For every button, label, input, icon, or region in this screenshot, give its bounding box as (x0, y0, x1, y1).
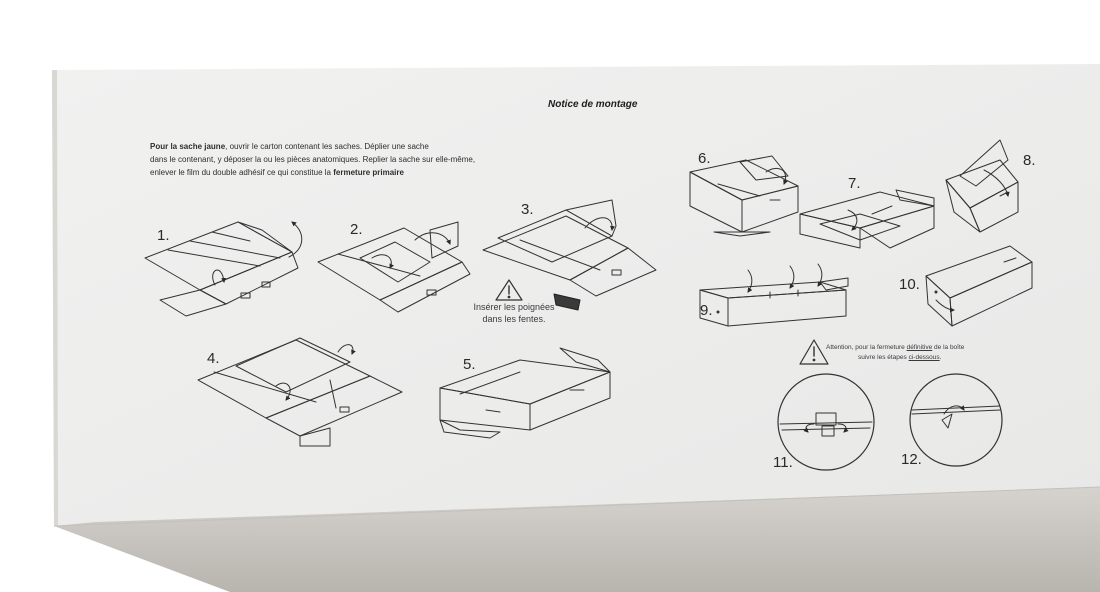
step-5-diagram (439, 347, 611, 439)
attention-note: Attention, pour la fermeture définitive … (826, 343, 986, 363)
step-11-detail-circle (777, 373, 875, 471)
step-10-diagram (925, 245, 1033, 327)
step-number-8: 8. (1023, 152, 1036, 169)
step-number-11: 11. (773, 454, 793, 471)
box-bottom-face (54, 487, 1100, 592)
intro-text-2: dans le contenant, y déposer la ou les p… (150, 155, 476, 164)
box-front-face (52, 64, 1100, 526)
step-8-diagram (945, 139, 1019, 233)
handles-instruction: Insérer les poignées dans les fentes. (464, 301, 564, 325)
step-number-2: 2. (350, 221, 363, 238)
step-7-diagram (799, 189, 935, 249)
step-number-9: 9. (700, 302, 713, 319)
handles-line-1: Insérer les poignées (473, 302, 555, 312)
intro-closing-bold: fermeture primaire (333, 168, 404, 177)
intro-paragraph: Pour la sache jaune, ouvrir le carton co… (150, 140, 480, 179)
step-number-4: 4. (207, 350, 220, 367)
attention-line-2-end: . (939, 354, 942, 361)
step-number-1: 1. (157, 227, 170, 244)
attention-line-2-underlined: ci-dessous (908, 354, 940, 361)
intro-lead-bold: Pour la sache jaune (150, 142, 226, 151)
handles-line-2: dans les fentes. (482, 314, 546, 324)
notice-title: Notice de montage (548, 99, 638, 110)
attention-line-1-start: Attention, pour la fermeture (826, 344, 907, 351)
step-number-5: 5. (463, 356, 476, 373)
step-number-10: 10. (899, 276, 920, 293)
step-number-12: 12. (901, 451, 922, 468)
step-1-diagram (144, 221, 303, 317)
attention-line-1-end: de la boîte (932, 344, 965, 351)
step-4-diagram (197, 337, 403, 447)
warning-icon-handles (495, 279, 523, 301)
step-number-3: 3. (521, 201, 534, 218)
step-3-diagram (482, 199, 657, 311)
attention-line-2-start: suivre les étapes (858, 354, 909, 361)
intro-text-3: enlever le film du double adhésif ce qui… (150, 168, 334, 177)
attention-line-1-underlined: définitive (906, 344, 933, 351)
step-number-6: 6. (698, 150, 711, 167)
step-number-7: 7. (848, 175, 861, 192)
warning-icon-attention (799, 339, 829, 365)
step-6-diagram (689, 155, 799, 237)
step-12-detail-circle (909, 373, 1003, 467)
intro-text-1: , ouvrir le carton contenant les saches.… (225, 142, 429, 151)
step-2-diagram (317, 221, 471, 313)
box-left-edge (52, 70, 58, 526)
step-9-diagram (699, 263, 849, 327)
